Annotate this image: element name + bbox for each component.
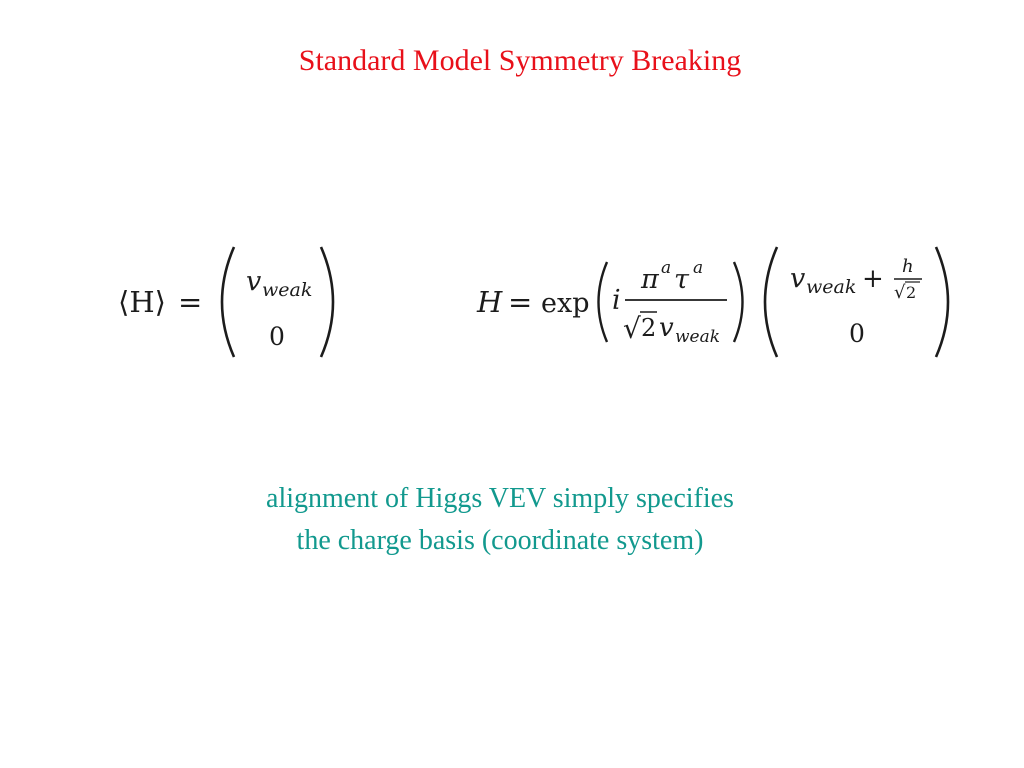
- denominator-v: v: [659, 313, 674, 343]
- exp-open-paren: [597, 261, 609, 343]
- plus-sign: +: [862, 264, 884, 294]
- denominator-v-sub: weak: [675, 327, 720, 347]
- numerator-pi: π: [640, 264, 660, 295]
- h-lhs: H: [476, 285, 503, 319]
- numerator-tau-sup: a: [693, 258, 703, 278]
- equals-sign: =: [508, 285, 532, 319]
- vev-lhs: ⟨H⟩: [118, 285, 166, 319]
- caption-line-1: alignment of Higgs VEV simply specifies: [266, 483, 734, 514]
- arg-i: i: [612, 285, 621, 316]
- denominator-root-arg: 2: [641, 314, 656, 342]
- vector-top-sub: weak: [262, 279, 312, 301]
- vector-top-v: v: [246, 266, 261, 297]
- small-frac-num: h: [902, 256, 914, 277]
- small-frac-root-arg: 2: [906, 283, 916, 302]
- vector-open-paren: [763, 246, 779, 358]
- caption: alignment of Higgs VEV simply specifies …: [0, 478, 1000, 562]
- vector-bottom: 0: [849, 319, 865, 348]
- numerator-tau: τ: [674, 264, 690, 295]
- vector-top-v: v: [790, 263, 805, 294]
- caption-line-2: the charge basis (coordinate system): [296, 525, 704, 556]
- exp-close-paren: [732, 261, 744, 343]
- equation-right: H = exp i π a τ a √ 2 v weak v weak + h: [476, 246, 950, 358]
- numerator-pi-sup: a: [661, 258, 671, 278]
- vector-bottom: 0: [269, 322, 285, 351]
- vector-top-sub: weak: [806, 276, 856, 298]
- vector-close-paren: [934, 246, 950, 358]
- slide-title: Standard Model Symmetry Breaking: [298, 44, 742, 77]
- equals-sign: =: [178, 285, 202, 319]
- left-paren: [220, 246, 236, 358]
- equation-left: ⟨H⟩ = v weak 0: [118, 246, 335, 358]
- denominator-root: √: [623, 312, 641, 345]
- right-paren: [319, 246, 335, 358]
- small-frac-root: √: [894, 282, 906, 303]
- exp-function: exp: [541, 288, 590, 319]
